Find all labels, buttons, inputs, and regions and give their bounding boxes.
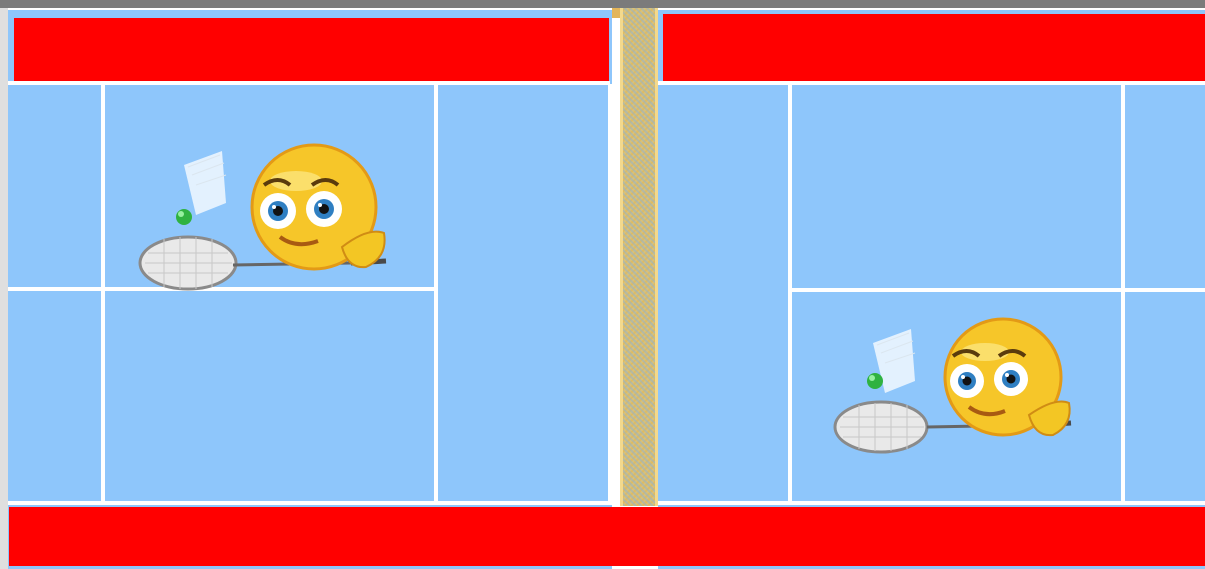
net-post-icon	[612, 8, 620, 18]
player-right[interactable]	[835, 325, 1095, 475]
smiley-face-icon	[945, 319, 1070, 435]
shuttlecock-icon	[867, 329, 915, 393]
court-line-right-center	[790, 288, 1205, 292]
court-line-bottom	[8, 501, 1205, 505]
player-left[interactable]	[136, 145, 396, 295]
boundary-band-top-left	[14, 18, 609, 81]
boundary-band-top-right	[663, 14, 1205, 81]
boundary-band-bottom	[9, 507, 1205, 566]
court-line-left-net-side	[608, 84, 612, 502]
court-line-right-short-service	[788, 84, 792, 502]
court-line-left-short-service	[101, 84, 105, 502]
window-left-border	[0, 8, 8, 569]
smiley-face-icon	[252, 145, 385, 269]
court-line-left-center-1	[434, 84, 438, 502]
window-top-border	[0, 0, 1205, 8]
shuttlecock-icon	[176, 151, 226, 225]
net-icon	[620, 8, 658, 506]
court-line-top-left	[8, 81, 610, 85]
court-line-right-back	[1121, 84, 1125, 502]
